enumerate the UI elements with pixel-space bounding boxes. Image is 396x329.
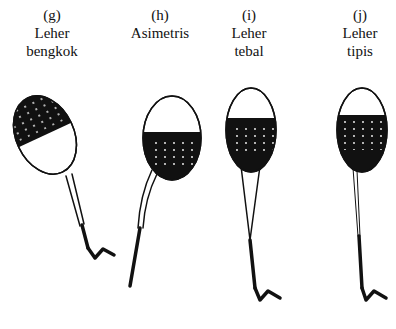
panel-letter: (j) [338,6,382,24]
panel-letter: (i) [227,6,271,24]
panel-letter: (h) [138,6,182,24]
sperm-g [0,79,114,258]
panel-caption: Leher bengkok [13,24,91,60]
sperm-j [333,88,393,300]
panel-letter: (g) [30,6,74,24]
sperm-i [222,88,282,300]
panel-caption: Asimetris [114,24,206,42]
sperm-h [130,96,205,286]
panel-caption: Leher tipis [329,24,391,60]
panel-caption: Leher tebal [218,24,280,60]
